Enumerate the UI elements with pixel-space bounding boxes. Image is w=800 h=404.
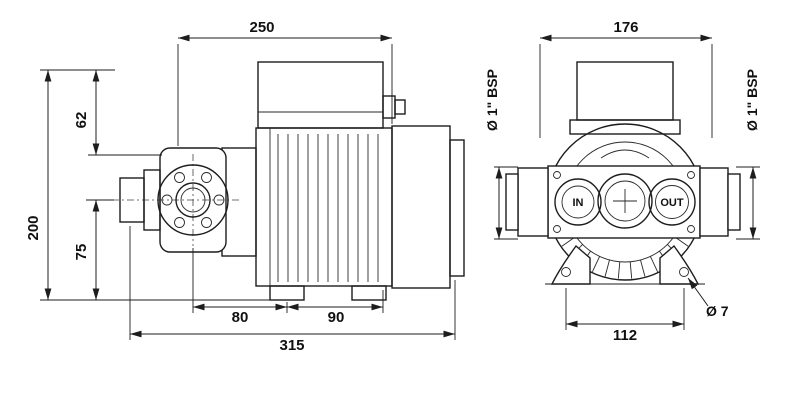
hole-dia-label: Ø 7 bbox=[706, 303, 729, 319]
center-boss bbox=[597, 173, 653, 229]
left-foot-hole bbox=[561, 267, 571, 277]
dim-90-label: 90 bbox=[328, 309, 345, 326]
side-view: 250 200 62 75 80 90 bbox=[25, 19, 465, 354]
right-foot-hole bbox=[679, 267, 689, 277]
dim-200-label: 200 bbox=[25, 215, 42, 240]
left-port-stub bbox=[517, 167, 549, 237]
bsp-right-label: Ø 1" BSP bbox=[744, 69, 760, 131]
right-port-cap bbox=[727, 173, 741, 231]
motor-body bbox=[255, 127, 393, 287]
port-block bbox=[547, 165, 701, 239]
dim-75-label: 75 bbox=[73, 244, 90, 261]
dim-bsp-left: Ø 1" BSP bbox=[484, 69, 518, 240]
dim-80: 80 bbox=[192, 248, 288, 326]
dim-250-label: 250 bbox=[249, 19, 274, 36]
dim-200: 200 bbox=[25, 69, 115, 300]
flange-bolt-holes bbox=[161, 172, 225, 228]
flange-port-inner bbox=[180, 187, 206, 213]
dim-176: 176 bbox=[539, 19, 713, 138]
dim-176-label: 176 bbox=[613, 19, 638, 36]
motor-cooling-fins bbox=[277, 134, 379, 282]
dim-250: 250 bbox=[177, 19, 393, 146]
cable-gland bbox=[382, 95, 396, 119]
dim-75: 75 bbox=[73, 199, 114, 300]
rear-foot bbox=[351, 285, 387, 301]
bsp-left-label: Ø 1" BSP bbox=[484, 69, 500, 131]
dim-315-label: 315 bbox=[279, 337, 304, 354]
rear-end-cap bbox=[449, 139, 465, 277]
port-block-bolts bbox=[553, 171, 695, 233]
right-port-stub bbox=[699, 167, 729, 237]
dim-315: 315 bbox=[129, 226, 456, 354]
front-view: IN OUT 176 Ø 1" BSP bbox=[484, 19, 760, 344]
dim-112: 112 bbox=[565, 288, 685, 344]
dim-112-label: 112 bbox=[613, 327, 637, 344]
dim-62-label: 62 bbox=[73, 112, 90, 129]
left-foot bbox=[550, 244, 591, 285]
rear-housing bbox=[391, 125, 451, 289]
flange-circle bbox=[157, 164, 229, 236]
inlet-stub bbox=[119, 177, 145, 223]
right-foot bbox=[659, 244, 700, 285]
dim-90: 90 bbox=[287, 290, 384, 326]
front-foot bbox=[269, 285, 305, 301]
pump-head bbox=[221, 147, 257, 257]
dim-80-label: 80 bbox=[232, 309, 249, 326]
out-port: OUT bbox=[648, 178, 696, 226]
casting-arc bbox=[600, 149, 650, 159]
flange-port-outer bbox=[175, 182, 211, 218]
out-port-label: OUT bbox=[660, 197, 684, 209]
dim-62: 62 bbox=[73, 70, 162, 156]
dim-bsp-right: Ø 1" BSP bbox=[736, 69, 760, 240]
callout-hole-dia: Ø 7 bbox=[687, 277, 729, 319]
motor-top-flange bbox=[569, 119, 681, 135]
motor-top-box bbox=[576, 61, 674, 121]
terminal-box bbox=[257, 61, 384, 129]
in-port-label: IN bbox=[573, 197, 584, 209]
in-port: IN bbox=[554, 178, 602, 226]
left-port-cap bbox=[505, 173, 519, 231]
